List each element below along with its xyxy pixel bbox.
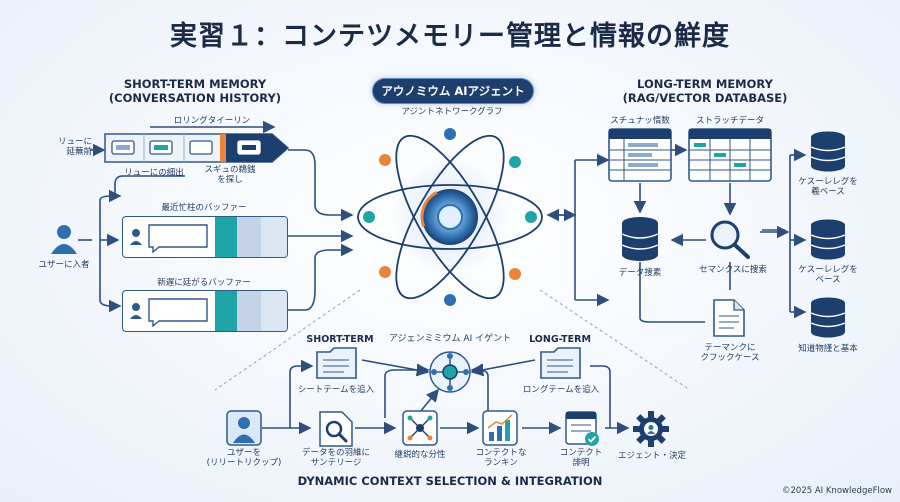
- chat-bubble-icon: [149, 140, 173, 155]
- pipeline-context-explain-label: コンテクト 誹明: [559, 448, 603, 468]
- gear-icon: [633, 411, 669, 447]
- chat-bubble-icon: [130, 224, 208, 253]
- document-icon: [565, 411, 599, 446]
- agent-pill: アウノミウム AIアジェント: [372, 78, 534, 104]
- pipeline-agent-label: アジェンミミウム AI イゲント: [388, 334, 512, 344]
- magnifier-icon: [319, 411, 353, 447]
- pipeline-long-term-label: LONG-TERM: [529, 334, 591, 345]
- page-title: 実習１：コンテツメモリー管理と情報の鮮度: [170, 21, 730, 52]
- left-timeline-label: リューに 延蕪前: [57, 137, 92, 157]
- chat-bubble-icon: [189, 140, 213, 155]
- user-input-label: ユザーに入者: [38, 260, 90, 270]
- short-insert-label: シートテームを追入: [297, 385, 375, 395]
- new-buffer-label: 新遅に廷がるバッファー: [157, 278, 251, 288]
- kb-1-label: ケスーレレグを 羲ベース: [798, 177, 858, 197]
- recent-buffer-label: 最近忙柱のバッファー: [161, 203, 247, 213]
- user-icon: [51, 225, 77, 254]
- kb-3-label: 知道物謹と基本: [798, 344, 858, 354]
- database-icon: [810, 297, 846, 338]
- folder-icon: [540, 347, 581, 379]
- kb-2-label: ケスーレレグを ベース: [798, 265, 858, 285]
- table-icon: [688, 128, 772, 182]
- new-buffer-bar: [122, 290, 288, 332]
- long-insert-label: ロングテームを追入: [522, 385, 600, 395]
- chart-icon: [482, 410, 518, 446]
- timeline-detail-label: リューにの細出: [124, 168, 184, 178]
- document-label: テーマンクに クフックケース: [700, 343, 760, 363]
- pipeline-agent-decide-label: エジェント・決定: [617, 451, 686, 461]
- data-search-label: データ捜素: [618, 268, 662, 278]
- network-graph-label: アジントネトワークグラフ: [401, 107, 503, 117]
- rolling-timeline-label: ロリングタイーリン: [173, 116, 251, 126]
- pipeline-short-term-label: SHORT-TERM: [306, 334, 374, 345]
- long-term-heading: LONG-TERM MEMORY (RAG/VECTOR DATABASE): [622, 77, 788, 105]
- chat-bubble-icon: [237, 140, 261, 155]
- document-icon: [713, 299, 745, 337]
- structured-data-label: スチュナッ惰数: [610, 116, 670, 126]
- chat-bubble-icon: [130, 298, 208, 327]
- pipeline-context-rank-label: コンテクトな ランキン: [475, 448, 527, 468]
- atom-icon: [357, 128, 543, 306]
- pipeline-analysis-label: 継鋭的な分性: [394, 450, 446, 460]
- user-icon: [226, 410, 262, 446]
- rolling-timeline-bar: [104, 133, 290, 163]
- pipeline-user-label: ユザーを (リリートリクップ): [206, 448, 282, 468]
- timeline-search-label: スギュの鵜銭 を探し: [204, 165, 256, 185]
- network-icon: [402, 410, 438, 446]
- database-icon: [621, 217, 659, 261]
- chat-bubble-icon: [111, 140, 135, 155]
- short-term-heading: SHORT-TERM MEMORY (CONVERSATION HISTORY): [108, 77, 282, 105]
- database-icon: [810, 131, 846, 172]
- magnifier-icon: [710, 220, 750, 259]
- network-icon: [429, 351, 471, 393]
- scratch-data-label: ストラッチデータ: [695, 116, 764, 126]
- database-icon: [810, 219, 846, 260]
- semantic-search-label: セマンクスに捜索: [699, 265, 767, 275]
- folder-icon: [316, 347, 357, 379]
- credit: ©2025 AI KnowledgeFlow: [782, 486, 892, 496]
- bottom-title: DYNAMIC CONTEXT SELECTION & INTEGRATION: [297, 474, 603, 488]
- recent-buffer-bar: [122, 216, 288, 258]
- pipeline-data-label: データをの羽維に サンテリージ: [301, 448, 370, 468]
- table-icon: [608, 128, 672, 182]
